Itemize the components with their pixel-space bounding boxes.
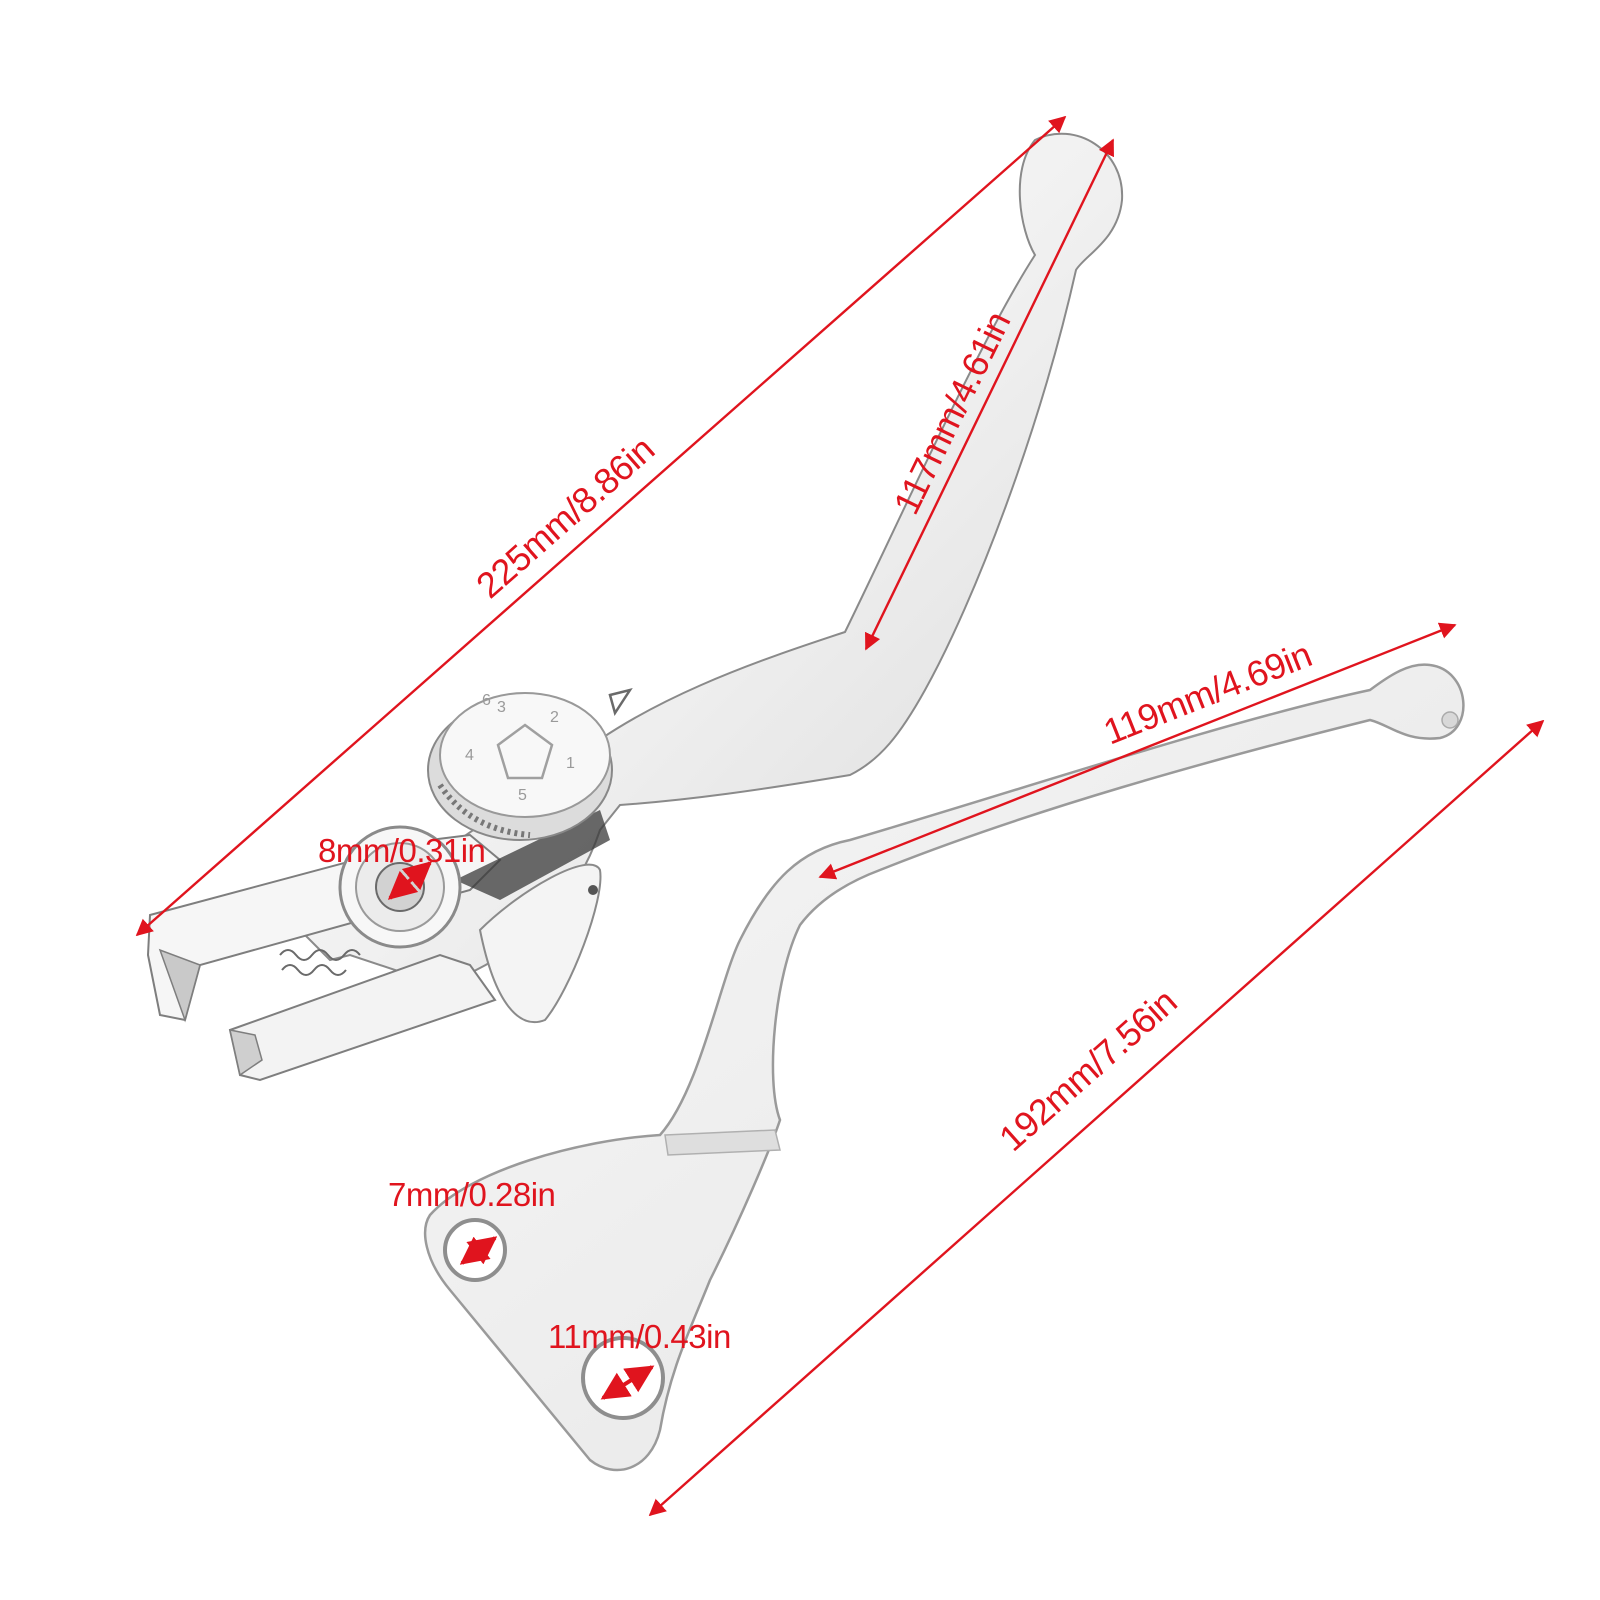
lever1-knuckle-lower bbox=[228, 953, 497, 1082]
dimension-lines bbox=[135, 115, 1545, 1517]
dial-number-2: 2 bbox=[550, 709, 559, 726]
lever2-ridge bbox=[664, 1129, 781, 1156]
lever1-knuckle-upper-face bbox=[158, 948, 201, 1023]
label-lever2-small-hole: 7mm/0.28in bbox=[388, 1176, 555, 1213]
lever2-small-hole bbox=[443, 1218, 507, 1282]
dial-number-4: 4 bbox=[465, 747, 474, 764]
dim-line-8mm bbox=[387, 861, 433, 900]
dial-number-5: 5 bbox=[518, 787, 527, 804]
label-lever2-total-length: 192mm/7.56in bbox=[991, 981, 1184, 1159]
dim-line-11mm bbox=[600, 1365, 655, 1400]
dial-number-3: 3 bbox=[497, 699, 506, 716]
label-lever1-pivot-hole: 8mm/0.31in bbox=[318, 832, 485, 869]
lever2-tip-dot bbox=[1441, 711, 1459, 729]
adjuster-dial: 1 2 3 4 5 6 bbox=[427, 692, 613, 841]
dim-line-117mm bbox=[864, 138, 1115, 651]
chrome-adjustable-lever: 1 2 3 4 5 6 bbox=[146, 132, 1124, 1082]
label-lever2-large-hole: 11mm/0.43in bbox=[548, 1318, 731, 1355]
lever1-knuckle-lower-face bbox=[229, 1029, 263, 1077]
dial-number-6: 6 bbox=[482, 692, 491, 709]
triangle-mark-icon bbox=[608, 688, 633, 716]
lever1-ear-bolt bbox=[588, 885, 598, 895]
label-lever1-total-length: 225mm/8.86in bbox=[468, 428, 662, 606]
lever1-spring bbox=[279, 949, 361, 976]
dimension-labels: 225mm/8.86in 117mm/4.61in 8mm/0.31in 119… bbox=[318, 305, 1317, 1355]
dim-line-192mm bbox=[648, 719, 1545, 1517]
dial-number-1: 1 bbox=[566, 755, 575, 772]
dim-line-7mm bbox=[459, 1236, 498, 1265]
